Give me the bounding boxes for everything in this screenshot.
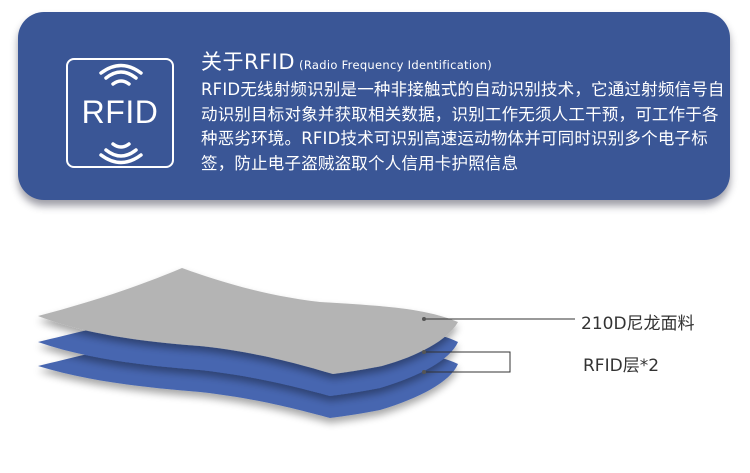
rfid-leader-dot-top [422, 350, 426, 354]
fabric-leader-dot [422, 317, 426, 321]
banner-description: RFID无线射频识别是一种非接触式的自动识别技术，它通过射频信号自动识别目标对象… [201, 80, 725, 173]
fabric-label: 210D尼龙面料 [581, 314, 695, 334]
logo-text: RFID [81, 94, 159, 130]
title-subtitle: (Radio Frequency Identification) [299, 58, 493, 72]
rfid-logo: RFID [66, 58, 174, 168]
rfid-label: RFID层*2 [583, 356, 660, 376]
banner-title: 关于RFID(Radio Frequency Identification) [201, 46, 492, 76]
rfid-leader-dot-bottom [422, 370, 426, 374]
wifi-waves-icon [99, 63, 143, 165]
rfid-leader-line [424, 351, 511, 373]
title-main: 关于RFID [201, 50, 296, 74]
info-banner: RFID 关于RFID(Radio Frequency Identificati… [18, 12, 730, 200]
fabric-layer [38, 268, 458, 374]
